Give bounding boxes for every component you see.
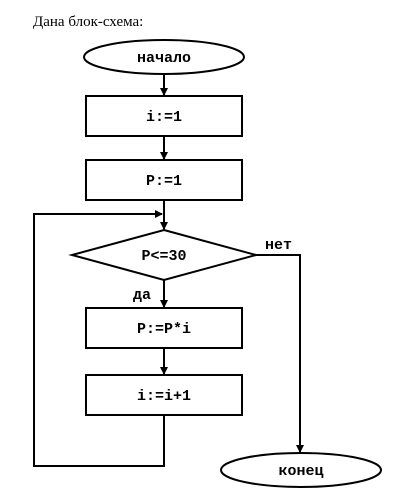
- increment-label: i:=i+1: [137, 388, 191, 405]
- loop-back-connector: [33, 210, 165, 467]
- start-label: начало: [137, 50, 191, 67]
- diagram-caption: Дана блок-схема:: [33, 14, 144, 30]
- init-i-label: i:=1: [146, 109, 182, 126]
- branch-yes-label: да: [133, 287, 151, 304]
- multiply-process: [85, 307, 243, 349]
- connector-no-branch: [256, 254, 304, 453]
- init-p-process: [85, 159, 243, 201]
- condition-label: P<=30: [141, 248, 186, 265]
- multiply-label: P:=P*i: [137, 321, 191, 338]
- increment-process: [85, 374, 243, 416]
- end-label: конец: [278, 463, 323, 480]
- end-terminator: [220, 452, 382, 488]
- branch-no-label: нет: [265, 237, 292, 254]
- init-p-label: P:=1: [146, 173, 182, 190]
